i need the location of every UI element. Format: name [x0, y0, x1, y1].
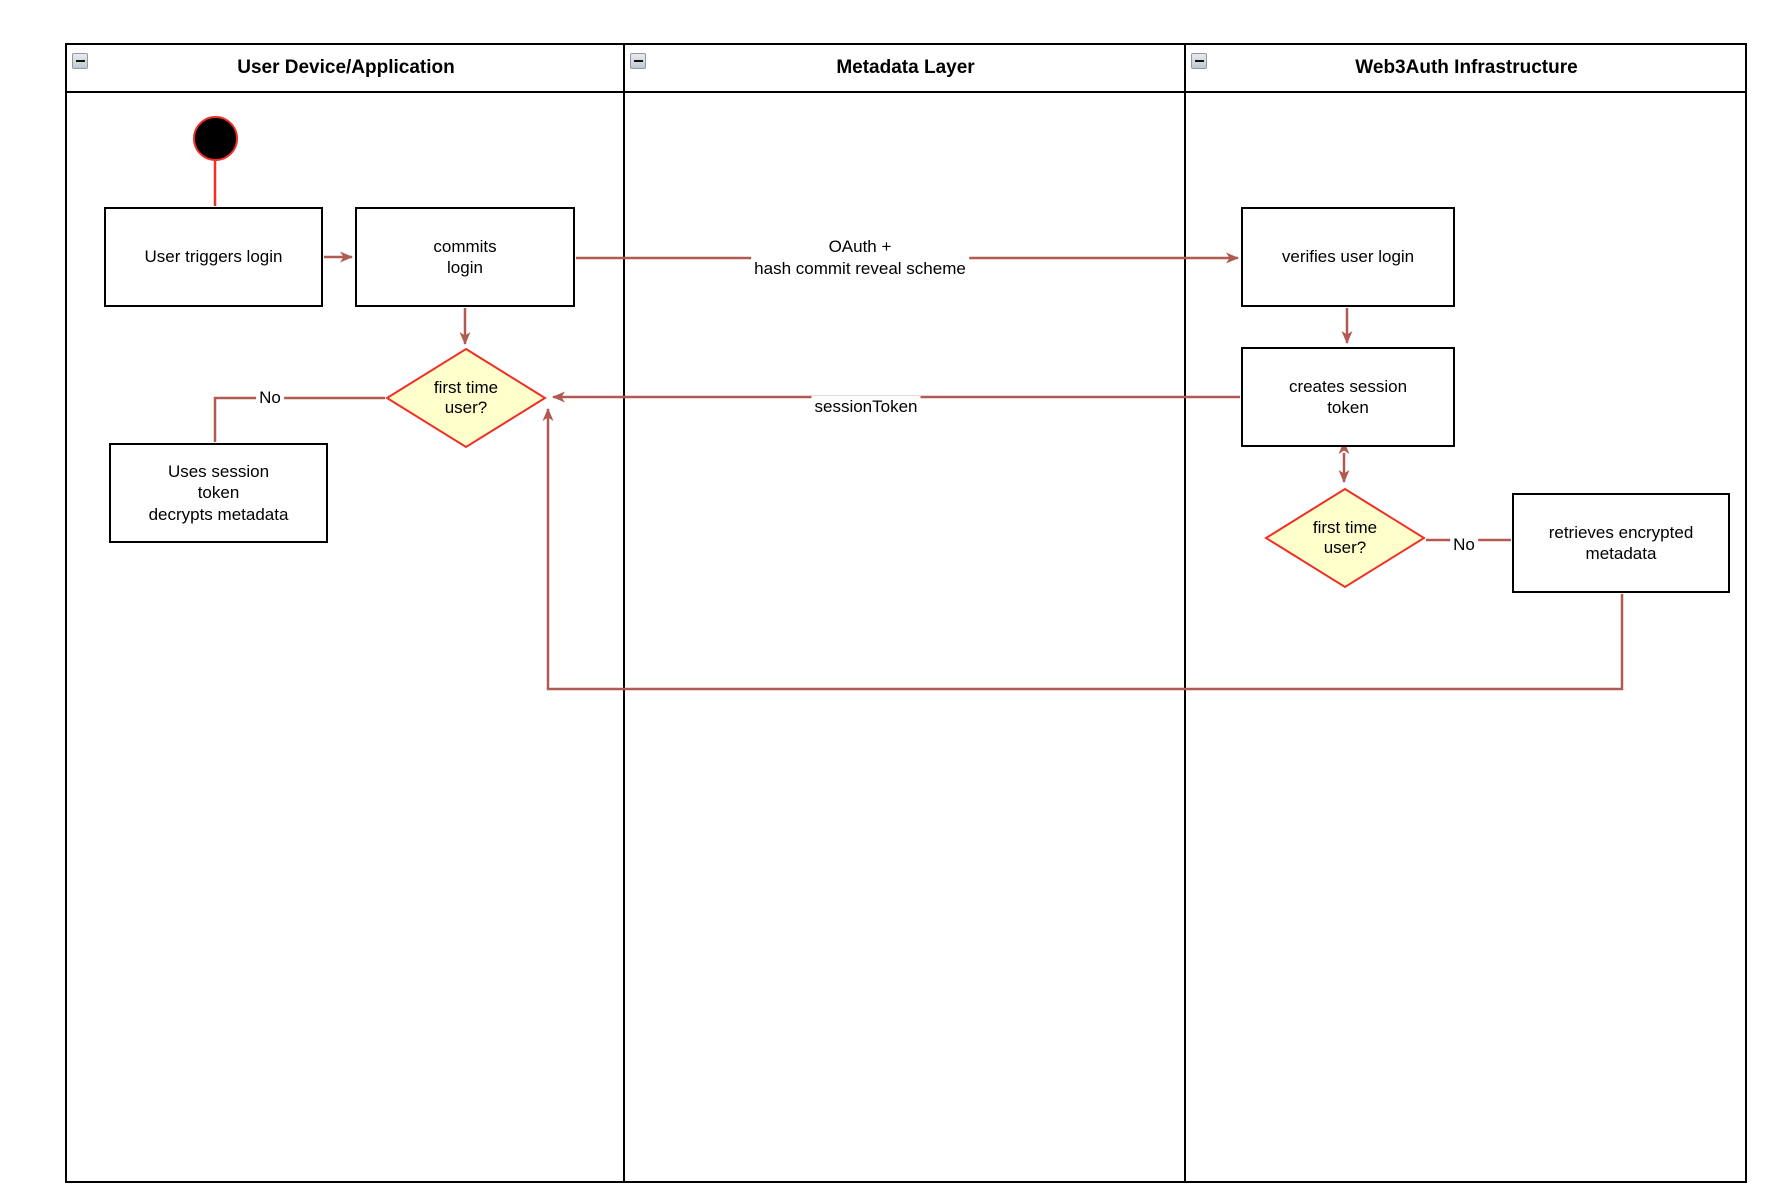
lane-header-separator	[67, 91, 1745, 93]
node-retrieves-encrypted-metadata[interactable]: retrieves encrypted metadata	[1512, 493, 1730, 593]
start-node[interactable]	[193, 116, 238, 161]
decision-first-time-user-left[interactable]: first time user?	[385, 347, 547, 449]
node-commits-login[interactable]: commits login	[355, 207, 575, 307]
lane-title-metadata-layer: Metadata Layer	[836, 57, 975, 78]
decision-label: first time user?	[433, 377, 499, 417]
minus-icon	[633, 59, 643, 63]
minus-icon	[1194, 59, 1204, 63]
collapse-lane-icon[interactable]	[1191, 53, 1207, 69]
collapse-lane-icon[interactable]	[630, 53, 646, 69]
collapse-lane-icon[interactable]	[72, 53, 88, 69]
node-uses-session-token[interactable]: Uses session token decrypts metadata	[109, 443, 328, 543]
edge-label-session-token: sessionToken	[811, 395, 921, 419]
node-user-triggers-login[interactable]: User triggers login	[104, 207, 323, 307]
swimlane-pool: User Device/Application Metadata Layer W…	[65, 43, 1747, 1183]
lane-title-web3auth: Web3Auth Infrastructure	[1355, 57, 1578, 78]
edge-label-oauth: OAuth + hash commit reveal scheme	[751, 235, 969, 281]
decision-first-time-user-right[interactable]: first time user?	[1264, 487, 1426, 589]
diamond-shape	[1264, 487, 1426, 589]
minus-icon	[75, 59, 85, 63]
node-creates-session-token[interactable]: creates session token	[1241, 347, 1455, 447]
edge-label-no-left: No	[256, 386, 284, 410]
decision-label: first time user?	[1312, 517, 1378, 557]
lane-divider-2	[1184, 45, 1186, 1181]
lane-title-user-device: User Device/Application	[237, 57, 455, 78]
lane-divider-1	[623, 45, 625, 1181]
diamond-shape	[385, 347, 547, 449]
edge-label-no-right: No	[1450, 533, 1478, 557]
node-verifies-user-login[interactable]: verifies user login	[1241, 207, 1455, 307]
